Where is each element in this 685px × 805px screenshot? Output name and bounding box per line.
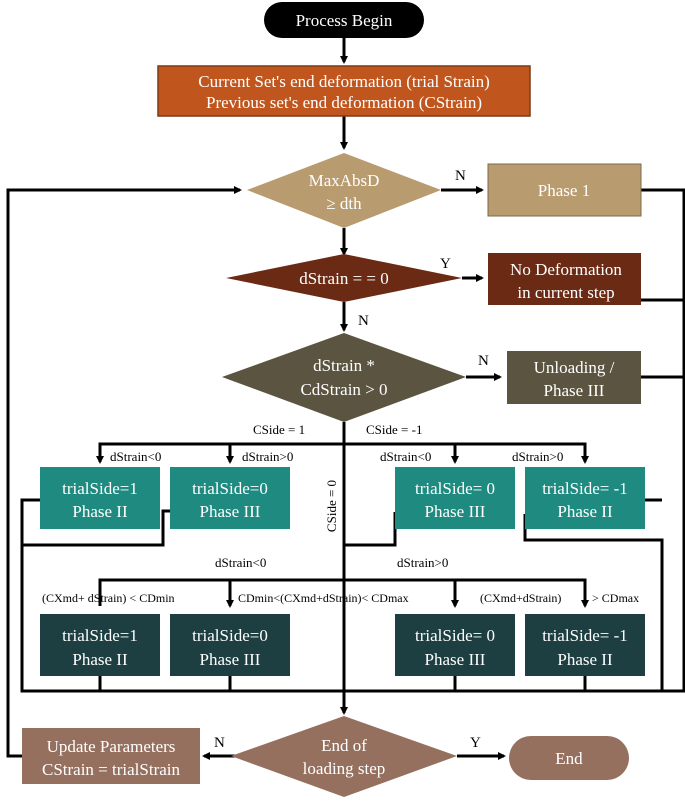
label-cond2: CDmin<(CXmd+dStrain)< CDmax: [238, 591, 409, 605]
process-begin-terminal: Process Begin: [264, 2, 424, 38]
label-cond3: (CXmd+dStrain): [480, 591, 561, 605]
dstrain-zero-decision: dStrain = = 0: [226, 254, 462, 302]
label-cside-pos: CSide = 1: [253, 422, 305, 437]
current-set-box: Current Set's end deformation (trial Str…: [157, 65, 531, 117]
trialside-1-phase2-bottom-box: trialSide=1 Phase II: [40, 614, 160, 676]
label-y1: Y: [440, 256, 451, 272]
dstrain-product-decision: dStrain * CdStrain > 0: [222, 333, 466, 422]
end-loading-line1: End of: [321, 736, 367, 755]
label-cond1: (CXmd+ dStrain) < CDmin: [42, 591, 175, 605]
ts7-line1: trialSide= 0: [415, 626, 495, 645]
label-ds-lt0-c: dStrain<0: [215, 555, 266, 570]
ts7-line2: Phase III: [425, 650, 486, 669]
ts1-line1: trialSide=1: [62, 479, 138, 498]
current-set-line1: Current Set's end deformation (trial Str…: [198, 72, 490, 91]
end-terminal: End: [509, 736, 629, 780]
ts6-line1: trialSide=0: [192, 626, 268, 645]
ts3-line2: Phase III: [425, 502, 486, 521]
dstrain-zero-label: dStrain = = 0: [299, 269, 389, 288]
trialside-0-phase3-box: trialSide=0 Phase III: [170, 467, 290, 529]
update-parameters-box: Update Parameters CStrain = trialStrain: [22, 728, 200, 784]
update-line1: Update Parameters: [47, 737, 176, 756]
maxabsd-line1: MaxAbsD: [309, 171, 380, 190]
phase1-label: Phase 1: [538, 181, 590, 200]
end-label: End: [555, 749, 583, 768]
label-ds-gt0-a: dStrain>0: [242, 449, 293, 464]
process-begin-label: Process Begin: [296, 11, 393, 30]
unloading-line1: Unloading /: [534, 358, 615, 377]
label-cside-neg: CSide = -1: [366, 422, 422, 437]
ts4-line2: Phase II: [557, 502, 613, 521]
ts5-line2: Phase II: [72, 650, 128, 669]
trialside-1-phase2-box: trialSide=1 Phase II: [40, 467, 160, 529]
ts8-line1: trialSide= -1: [542, 626, 628, 645]
connectors: [6, 37, 685, 760]
dstrain-product-line2: CdStrain > 0: [300, 380, 387, 399]
label-n-end: N: [214, 735, 225, 751]
ts4-line1: trialSide= -1: [542, 479, 628, 498]
label-ds-lt0-b: dStrain<0: [380, 449, 431, 464]
label-ds-gt0-b: dStrain>0: [512, 449, 563, 464]
current-set-line2: Previous set's end deformation (CStrain): [206, 93, 482, 112]
label-cond3b: > CDmax: [592, 591, 639, 605]
label-y-end: Y: [470, 735, 481, 751]
label-n3: N: [478, 353, 489, 369]
trialside-0-phase3-bottom-right-box: trialSide= 0 Phase III: [395, 614, 515, 676]
maxabsd-decision: MaxAbsD ≥ dth: [247, 153, 441, 228]
trialside-0-phase3-bottom-box: trialSide=0 Phase III: [170, 614, 290, 676]
end-of-loading-decision: End of loading step: [231, 716, 457, 797]
label-ds-lt0-a: dStrain<0: [110, 449, 161, 464]
trialside-0-phase3-right-box: trialSide= 0 Phase III: [395, 467, 515, 529]
no-deformation-line1: No Deformation: [510, 260, 622, 279]
trialside-neg1-phase2-box: trialSide= -1 Phase II: [525, 467, 645, 529]
update-line2: CStrain = trialStrain: [42, 760, 181, 779]
unloading-line2: Phase III: [544, 381, 605, 400]
unloading-box: Unloading / Phase III: [507, 351, 641, 404]
label-ds-gt0-c: dStrain>0: [397, 555, 448, 570]
phase1-box: Phase 1: [487, 163, 642, 217]
no-deformation-box: No Deformation in current step: [488, 253, 641, 305]
ts1-line2: Phase II: [72, 502, 128, 521]
ts6-line2: Phase III: [200, 650, 261, 669]
ts5-line1: trialSide=1: [62, 626, 138, 645]
ts2-line2: Phase III: [200, 502, 261, 521]
no-deformation-line2: in current step: [517, 283, 614, 302]
label-n1: N: [455, 168, 466, 184]
end-loading-line2: loading step: [303, 759, 386, 778]
label-n2: N: [358, 313, 369, 329]
ts8-line2: Phase II: [557, 650, 613, 669]
ts2-line1: trialSide=0: [192, 479, 268, 498]
label-cside-zero: CSide = 0: [324, 480, 339, 532]
maxabsd-line2: ≥ dth: [326, 194, 362, 213]
ts3-line1: trialSide= 0: [415, 479, 495, 498]
dstrain-product-line1: dStrain *: [313, 356, 375, 375]
trialside-neg1-phase2-bottom-box: trialSide= -1 Phase II: [525, 614, 645, 676]
